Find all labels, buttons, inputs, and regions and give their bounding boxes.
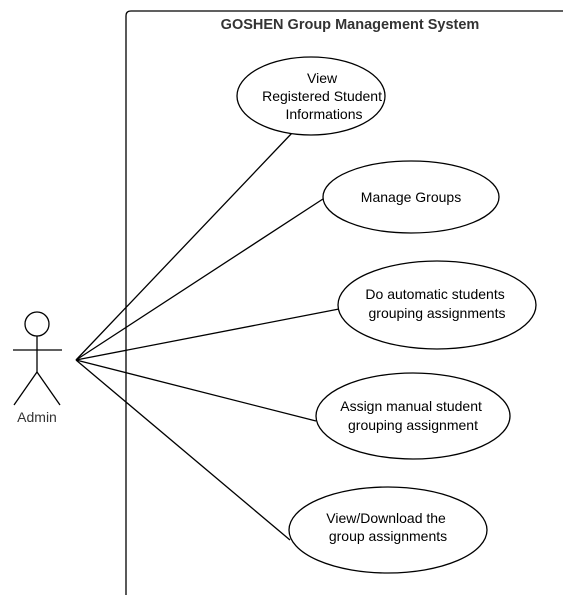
use-case-automatic-grouping[interactable]: Do automatic students grouping assignmen… xyxy=(337,260,537,350)
admin-actor: Admin xyxy=(13,311,62,425)
use-case-ellipse xyxy=(315,372,511,460)
use-case-label: View/Download the group assignments xyxy=(326,510,450,544)
actor-label: Admin xyxy=(17,409,57,425)
use-case-manage-groups[interactable]: Manage Groups xyxy=(322,160,500,234)
use-case-download-groups[interactable]: View/Download the group assignments xyxy=(288,486,488,574)
system-title: GOSHEN Group Management System xyxy=(221,17,480,33)
use-case-label: Assign manual student grouping assignmen… xyxy=(340,398,486,433)
association-line-auto-grouping xyxy=(75,308,340,361)
associations xyxy=(75,132,340,541)
use-case-ellipse xyxy=(236,56,386,136)
use-case-ellipse xyxy=(337,260,537,350)
use-case-manual-grouping[interactable]: Assign manual student grouping assignmen… xyxy=(315,372,511,460)
use-case-view-registered-students[interactable]: View Registered Student Informations xyxy=(236,56,386,136)
association-line-manual-grouping xyxy=(75,359,317,422)
use-case-ellipse xyxy=(288,486,488,574)
use-case-label: Do automatic students grouping assignmen… xyxy=(365,286,508,321)
actor-head xyxy=(24,311,50,337)
actor-right-leg xyxy=(36,371,61,406)
use-case-label: Manage Groups xyxy=(361,189,461,205)
association-line-manage-groups xyxy=(75,196,327,361)
system-boundary xyxy=(125,10,563,595)
association-line-download-groups xyxy=(75,359,291,541)
actor-left-leg xyxy=(13,371,38,406)
association-line-view-registered xyxy=(75,132,293,361)
use-case-label: View Registered Student Informations xyxy=(262,70,386,122)
use-case-ellipse xyxy=(322,160,500,234)
